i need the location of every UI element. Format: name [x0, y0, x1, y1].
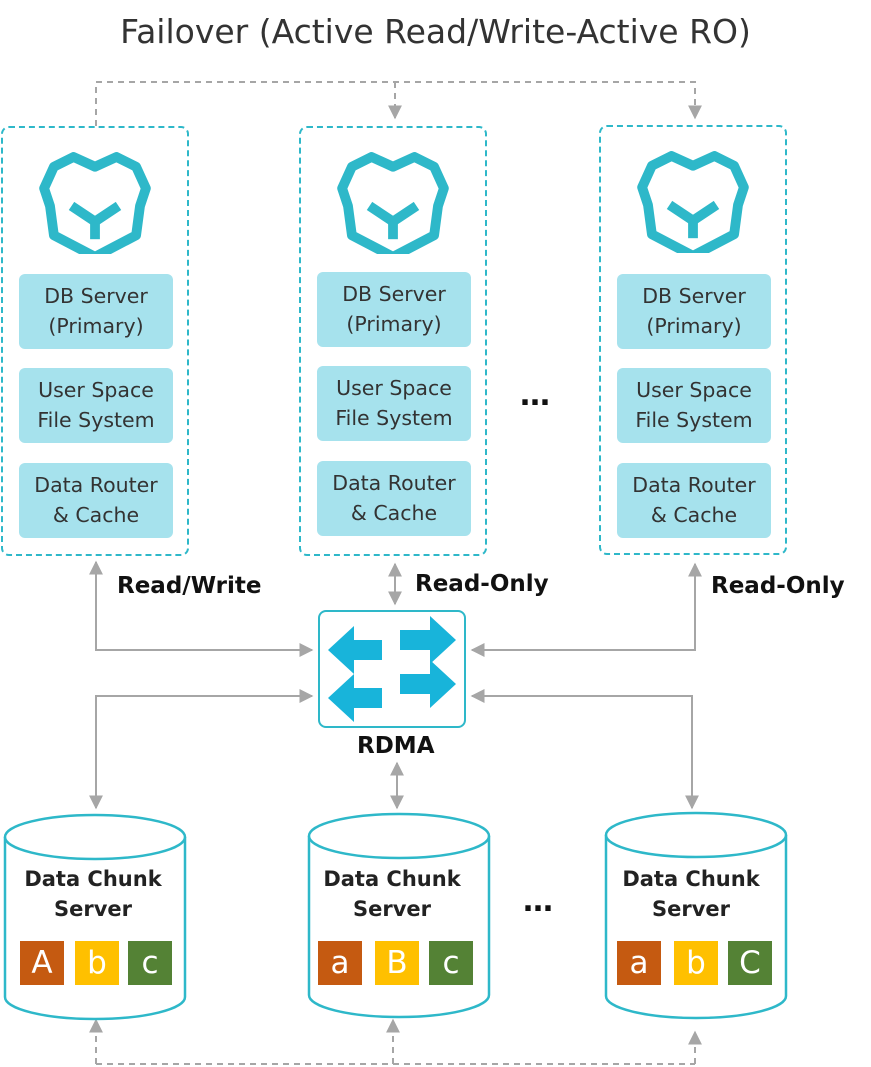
chunk-c-3: C: [728, 941, 772, 985]
db-server-box: DB Server (Primary): [317, 272, 471, 347]
diagram-title: Failover (Active Read/Write-Active RO): [120, 12, 751, 51]
chunk-servers-ellipsis: …: [523, 884, 554, 919]
data-router-cache-box: Data Router & Cache: [317, 461, 471, 536]
chunk-c-2: c: [429, 941, 473, 985]
read-write-label: Read/Write: [117, 573, 262, 599]
nodes-ellipsis: …: [520, 378, 551, 413]
data-router-cache-box: Data Router & Cache: [19, 463, 173, 538]
failover-top-connector: [95, 81, 702, 126]
switch-chunk-connectors: [89, 689, 699, 810]
chunk-server-label-1: Data Chunk Server: [24, 867, 162, 922]
rdma-switch: [318, 610, 466, 728]
chunk-server-label-2: Data Chunk Server: [323, 867, 461, 922]
rdma-label: RDMA: [357, 733, 435, 759]
hexagon-bear-logo-icon: [637, 151, 749, 253]
bottom-dashed-connector: [89, 1018, 702, 1065]
chunk-b-2: B: [375, 941, 419, 985]
user-space-fs-box: User Space File System: [19, 368, 173, 443]
chunk-a-2: a: [318, 941, 362, 985]
db-node-1: DB Server (Primary) User Space File Syst…: [1, 126, 189, 556]
chunk-a-1: A: [20, 941, 64, 985]
user-space-fs-box: User Space File System: [317, 366, 471, 441]
hexagon-bear-logo-icon: [39, 152, 151, 254]
data-router-cache-box: Data Router & Cache: [617, 463, 771, 538]
chunk-c-1: c: [128, 941, 172, 985]
read-only-label-1: Read-Only: [415, 571, 549, 597]
db-server-box: DB Server (Primary): [19, 274, 173, 349]
user-space-fs-box: User Space File System: [617, 368, 771, 443]
node-switch-connectors: [89, 560, 702, 657]
chunk-b-1: b: [75, 941, 119, 985]
chunk-server-label-3: Data Chunk Server: [622, 867, 760, 922]
db-node-3: DB Server (Primary) User Space File Syst…: [599, 125, 787, 555]
chunk-a-3: a: [617, 941, 661, 985]
chunk-b-3: b: [674, 941, 718, 985]
db-server-box: DB Server (Primary): [617, 274, 771, 349]
read-only-label-2: Read-Only: [711, 573, 845, 599]
hexagon-bear-logo-icon: [337, 152, 449, 254]
network-switch-arrows-icon: [328, 616, 456, 722]
db-node-2: DB Server (Primary) User Space File Syst…: [299, 126, 487, 556]
